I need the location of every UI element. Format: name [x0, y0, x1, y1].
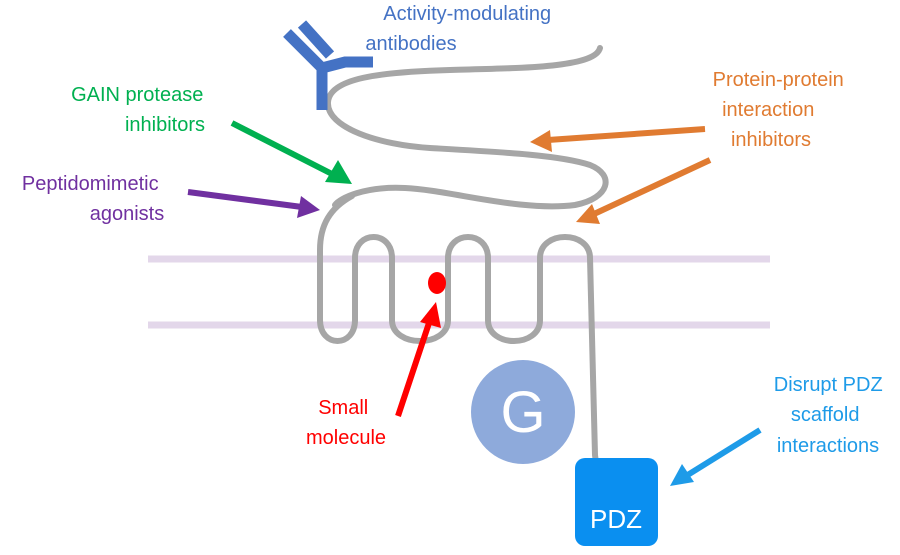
receptor-transmembrane-chain: [317, 193, 628, 495]
pdz-label: PDZ: [590, 504, 642, 534]
pdz-box: [575, 458, 658, 546]
label-small-molecule: Small molecule: [306, 397, 386, 449]
g-protein-circle: [471, 360, 575, 464]
label-antibodies: Activity-modulating antibodies: [365, 3, 556, 55]
label-gain: GAIN protease inhibitors: [71, 84, 209, 136]
receptor-extracellular-loop: [325, 45, 609, 210]
arrow-small-molecule: [395, 302, 441, 417]
arrow-pdz: [670, 427, 762, 486]
antibody-icon: [283, 20, 373, 110]
g-protein-label: G: [500, 380, 545, 445]
label-ppi: Protein-protein interaction inhibitors: [713, 69, 850, 151]
small-molecule-dot: [428, 272, 446, 294]
arrow-gain: [230, 120, 352, 184]
arrow-peptidomimetic: [187, 189, 320, 218]
label-peptidomimetic: Peptidomimetic agonists: [22, 173, 164, 225]
label-pdz-disrupt: Disrupt PDZ scaffold interactions: [774, 374, 888, 457]
arrow-ppi-upper: [530, 126, 706, 152]
arrow-ppi-lower: [576, 157, 712, 224]
